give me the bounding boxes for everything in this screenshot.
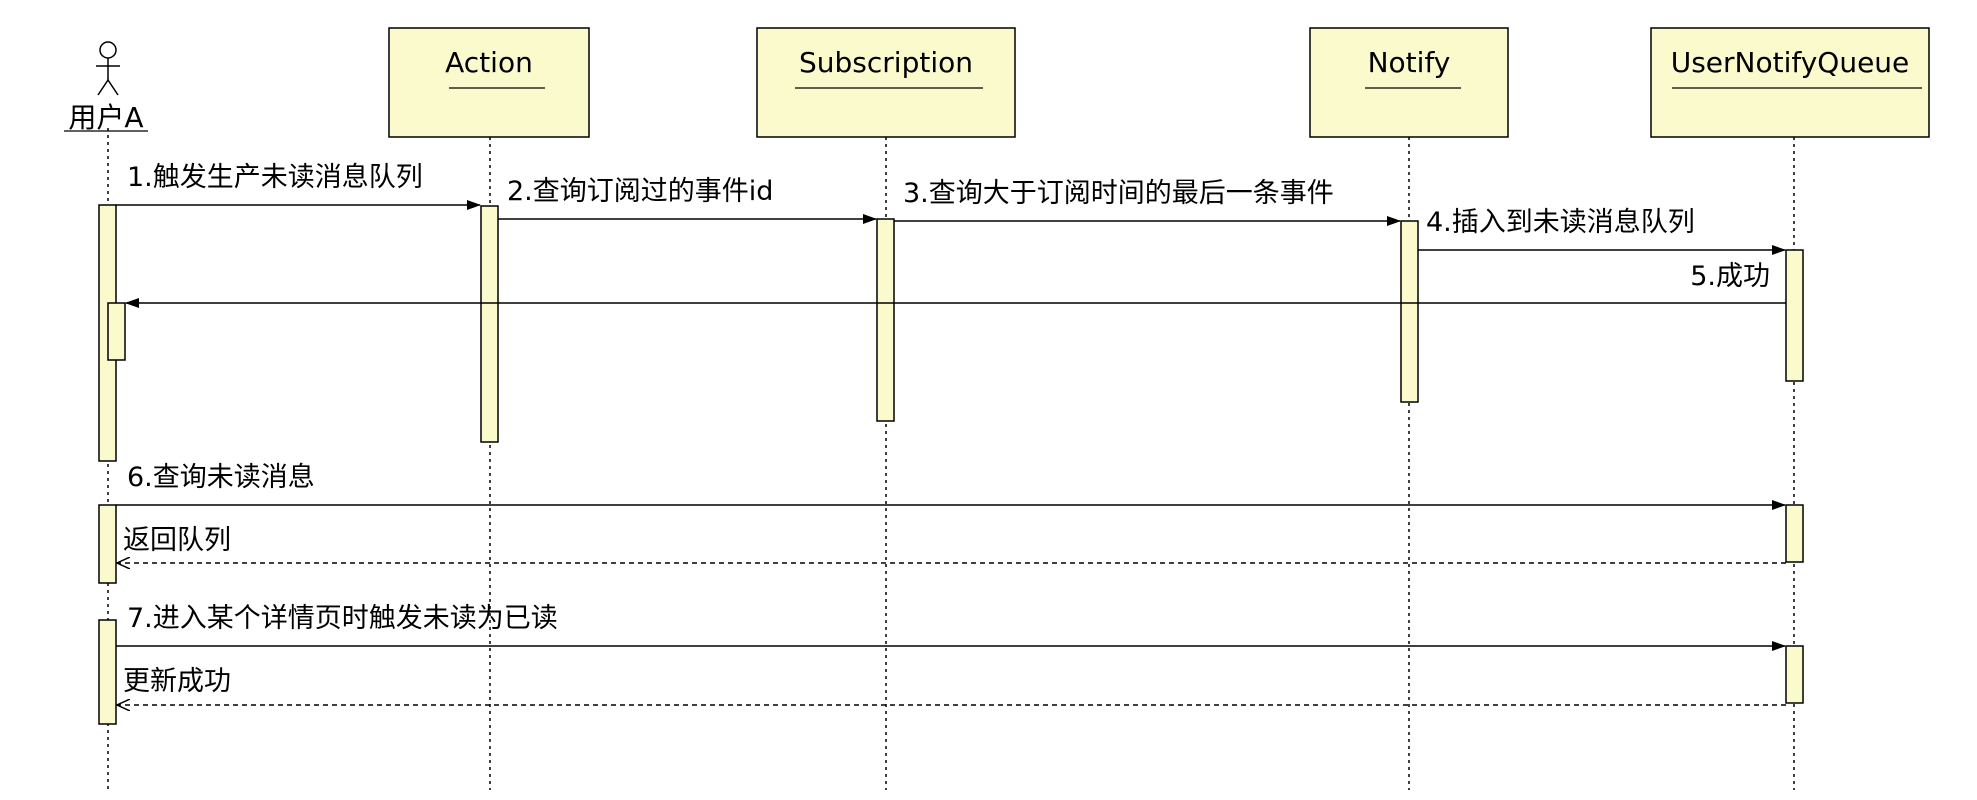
stick-figure-icon	[96, 41, 120, 96]
message-label-6: 6.查询未读消息	[127, 462, 315, 493]
message-1: 1.触发生产未读消息队列	[116, 162, 481, 210]
message-label-4: 4.插入到未读消息队列	[1426, 207, 1695, 238]
participant-action: Action	[388, 27, 590, 138]
activation-usernotifyqueue-1	[1785, 249, 1804, 382]
activation-user-a-nested	[107, 302, 126, 361]
message-3: 3.查询大于订阅时间的最后一条事件	[894, 178, 1401, 226]
activation-action	[480, 205, 499, 443]
activation-subscription	[876, 218, 895, 422]
actor-user-a: 用户A	[64, 41, 148, 134]
participant-notify: Notify	[1309, 27, 1509, 138]
participant-subscription: Subscription	[756, 27, 1016, 138]
participant-label-notify: Notify	[1368, 46, 1451, 79]
message-label-update-success: 更新成功	[123, 666, 231, 697]
activation-usernotifyqueue-2	[1785, 504, 1804, 563]
activation-notify	[1400, 220, 1419, 403]
message-4: 4.插入到未读消息队列	[1418, 207, 1786, 255]
message-label-5: 5.成功	[1690, 261, 1770, 292]
message-label-return-queue: 返回队列	[123, 525, 231, 556]
message-update-success: 更新成功	[117, 666, 1786, 705]
message-label-1: 1.触发生产未读消息队列	[127, 162, 423, 193]
actor-label: 用户A	[68, 101, 143, 134]
activation-usernotifyqueue-3	[1785, 645, 1804, 704]
message-return-queue: 返回队列	[117, 525, 1786, 563]
message-5: 5.成功	[125, 261, 1786, 308]
participant-label-action: Action	[445, 46, 533, 79]
activation-user-a-2	[98, 504, 117, 584]
participant-usernotifyqueue: UserNotifyQueue	[1650, 27, 1930, 138]
message-label-3: 3.查询大于订阅时间的最后一条事件	[903, 178, 1334, 209]
message-7: 7.进入某个详情页时触发未读为已读	[116, 603, 1786, 651]
message-label-7: 7.进入某个详情页时触发未读为已读	[127, 603, 558, 634]
message-label-2: 2.查询订阅过的事件id	[507, 176, 773, 207]
activation-user-a-3	[98, 619, 117, 725]
activation-bars	[98, 204, 1804, 725]
participant-label-subscription: Subscription	[799, 46, 973, 79]
message-6: 6.查询未读消息	[116, 462, 1786, 510]
participant-label-usernotifyqueue: UserNotifyQueue	[1671, 46, 1910, 79]
message-2: 2.查询订阅过的事件id	[498, 176, 877, 224]
